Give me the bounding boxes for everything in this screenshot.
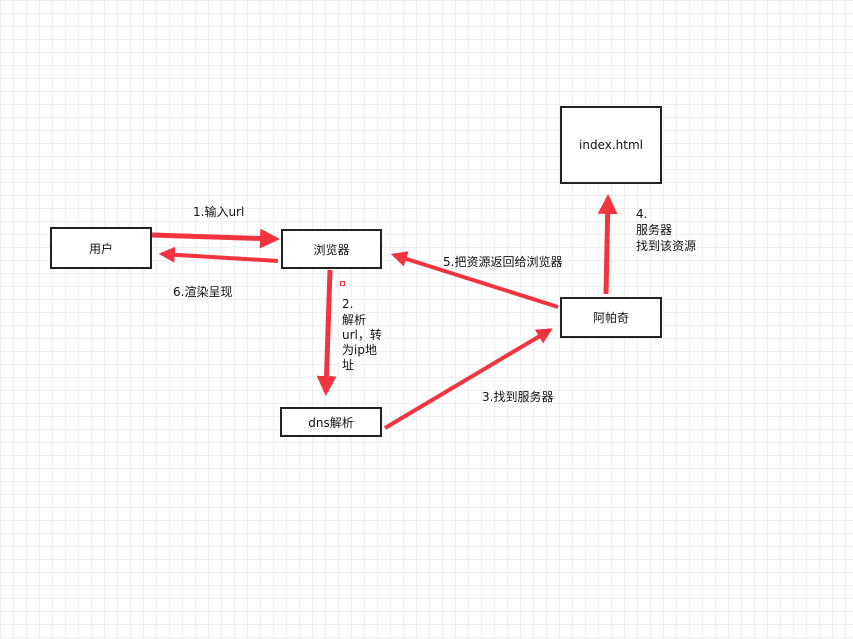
small-marker bbox=[340, 281, 345, 286]
node-apache: 阿帕奇 bbox=[560, 297, 662, 338]
node-index-label: index.html bbox=[579, 138, 643, 152]
arrow-user-to-browser bbox=[151, 228, 280, 249]
label-step1: 1.输入url bbox=[193, 205, 245, 219]
node-dns-label: dns解析 bbox=[308, 415, 354, 430]
label-step4-line2: 找到该资源 bbox=[636, 239, 697, 253]
arrow-dns-to-apache bbox=[383, 328, 553, 430]
node-apache-label: 阿帕奇 bbox=[592, 311, 629, 325]
arrow-browser-to-dns bbox=[316, 269, 337, 396]
label-step2-number: 2. bbox=[342, 297, 354, 311]
label-step4-line1: 服务器 bbox=[636, 223, 673, 237]
arrow-apache-to-index bbox=[597, 194, 618, 295]
arrow-apache-to-browser bbox=[390, 251, 559, 309]
node-user: 用户 bbox=[50, 227, 152, 269]
label-step5: 5.把资源返回给浏览器 bbox=[443, 255, 563, 269]
arrow-browser-to-user bbox=[158, 246, 279, 263]
label-step3: 3.找到服务器 bbox=[482, 390, 554, 404]
node-user-label: 用户 bbox=[88, 241, 113, 256]
node-browser-label: 浏览器 bbox=[313, 242, 350, 257]
label-step6: 6.渲染呈现 bbox=[173, 285, 233, 299]
label-step2-text: 解析url，转为ip地址 bbox=[342, 313, 382, 372]
node-dns: dns解析 bbox=[280, 407, 382, 437]
node-index: index.html bbox=[560, 106, 662, 184]
label-step4-number: 4. bbox=[636, 207, 648, 221]
node-browser: 浏览器 bbox=[281, 229, 382, 269]
